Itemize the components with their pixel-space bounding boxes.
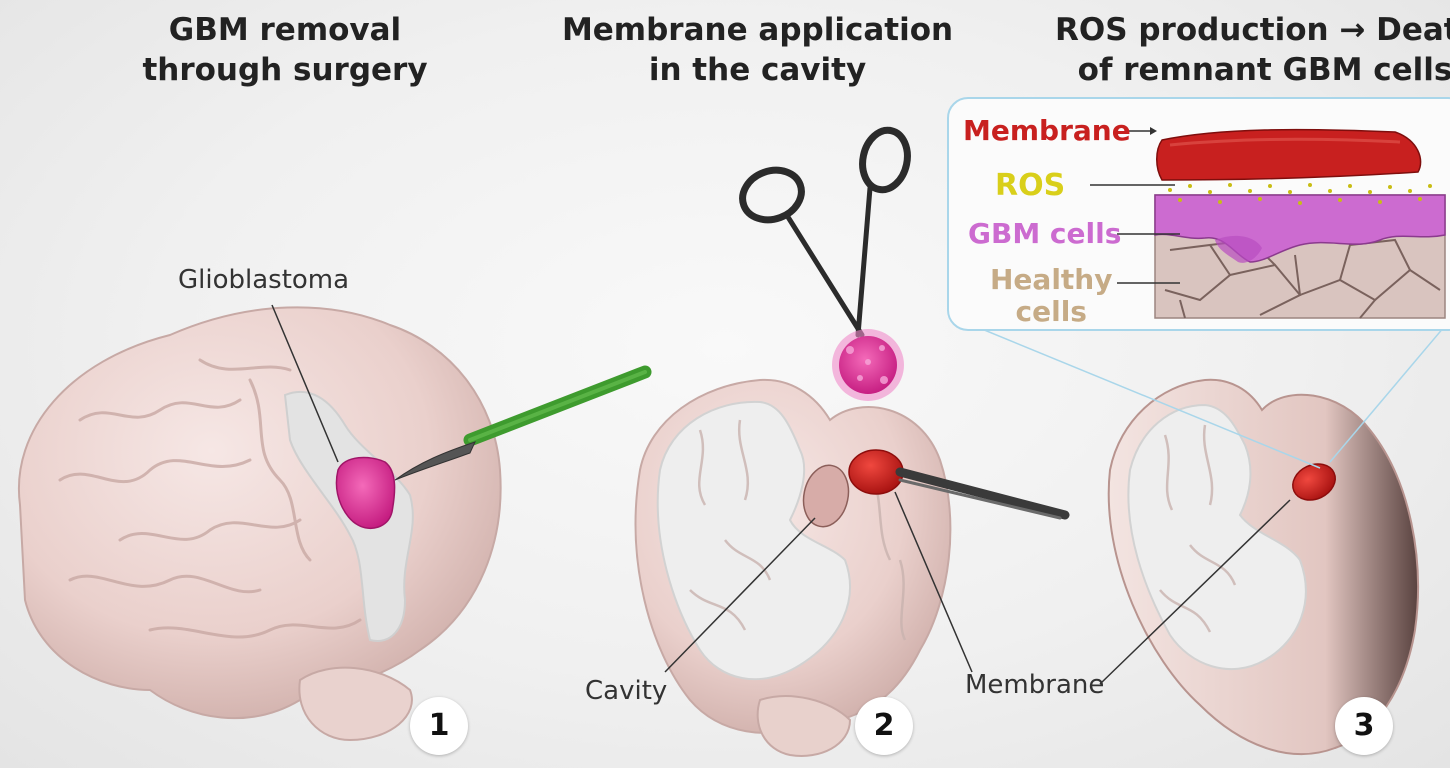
glioblastoma-label: Glioblastoma [178,265,350,295]
step-2-number: 2 [855,697,913,755]
scalpel [394,365,652,481]
cavity-label: Cavity [585,676,668,706]
step-2-title-line-1: Membrane application [561,12,954,48]
brain-3-section [1099,378,1419,756]
step-3-title-line-2: of remnant GBM cells [1077,52,1450,88]
zoom-line-right [1329,319,1450,463]
step-2-title: Membrane application in the cavity [560,10,955,90]
inset-label-healthy-cells: Healthy cells [990,264,1113,328]
membrane-label: Membrane [965,670,1105,700]
pink-sponge [832,329,904,401]
step-1-number: 1 [410,697,468,755]
brain-2-section [634,378,1070,757]
inset-label-gbm-cells: GBM cells [968,217,1122,250]
inset-label-healthy-line-1: Healthy [990,263,1113,296]
inset-label-healthy-line-2: cells [1015,295,1087,328]
layers-inset [947,97,1450,331]
scissors [739,126,911,338]
step-3-title: ROS production → Death of remnant GBM ce… [1055,10,1450,90]
step-1-title-line-2: through surgery [142,52,428,88]
step-3-number: 3 [1335,697,1393,755]
step-1-title: GBM removal through surgery [120,10,450,90]
zoom-line-left [959,319,1321,469]
brain-1-lateral [17,304,652,742]
inset-label-ros: ROS [995,168,1066,203]
inset-label-membrane: Membrane [963,114,1131,147]
step-3-title-line-1: ROS production → Death [1055,12,1450,48]
step-1-title-line-1: GBM removal [168,12,402,48]
step-2-title-line-2: in the cavity [648,52,867,88]
